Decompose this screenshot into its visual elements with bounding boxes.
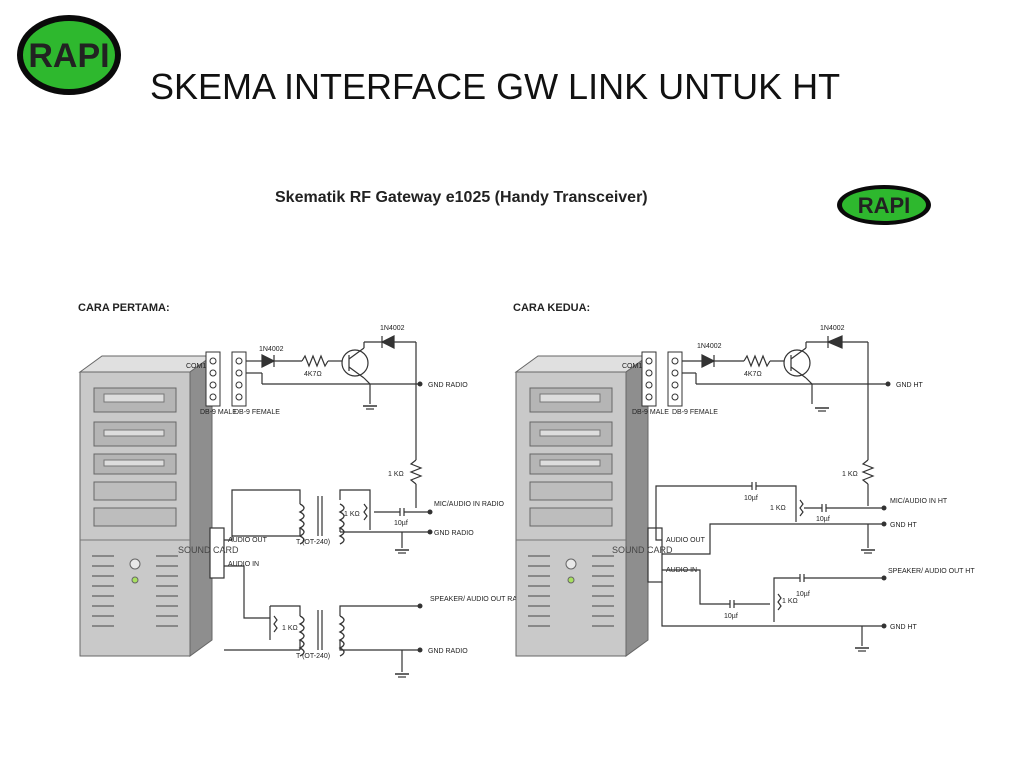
transformer1-label: T (OT-240) <box>296 539 330 546</box>
pc-tower-2 <box>515 355 649 657</box>
gnd-radio-mid-label: GND RADIO <box>434 530 474 537</box>
cap-bottom-label: 10µf <box>724 613 738 620</box>
db9-female-label: DB-9 FEMALE <box>234 409 280 416</box>
sound-card-label: SOUND CARD <box>178 545 239 555</box>
resistor-4k7-label-2: 4K7Ω <box>744 371 762 378</box>
resistor-4k7-label: 4K7Ω <box>304 371 322 378</box>
cap-low-label: 10µf <box>796 591 810 598</box>
pot-1k-2-label-2: 1 KΩ <box>782 598 798 605</box>
db9-male-connector <box>205 351 221 407</box>
audio-out-label-2: AUDIO OUT <box>666 537 706 544</box>
pot-1k-2-label: 1 KΩ <box>282 625 298 632</box>
db9-female-label-2: DB-9 FEMALE <box>672 409 718 416</box>
rapi-logo: RAPI <box>17 15 121 95</box>
logo-text: RAPI <box>28 37 109 75</box>
mic-in-ht-label: MIC/AUDIO IN HT <box>890 498 948 505</box>
db9-male-label: DB-9 MALE <box>200 409 237 416</box>
cara-kedua-section: CARA KEDUA: COM1 DB-9 MALE DB-9 FEMALE <box>513 302 975 657</box>
audio-in-label: AUDIO IN <box>228 561 259 568</box>
rapi-logo-small: RAPI <box>837 185 931 225</box>
resistor-1k-label-2: 1 KΩ <box>842 471 858 478</box>
audio-out-label: AUDIO OUT <box>228 537 268 544</box>
speaker-out-ht-label: SPEAKER/ AUDIO OUT HT <box>888 568 975 575</box>
com1-label: COM1 <box>186 363 206 370</box>
gnd-ht-top-label: GND HT <box>896 382 924 389</box>
transformer2-label: T (OT-240) <box>296 653 330 660</box>
pot-1k-label: 1 KΩ <box>344 511 360 518</box>
resistor-1k-label: 1 KΩ <box>388 471 404 478</box>
cap-top-label: 10µf <box>744 495 758 502</box>
speaker-out-label: SPEAKER/ AUDIO OUT RADIO <box>430 596 530 603</box>
diagram-title: Skematik RF Gateway e1025 (Handy Transce… <box>275 189 648 206</box>
pot-1k-label-2: 1 KΩ <box>770 505 786 512</box>
slide-title: SKEMA INTERFACE GW LINK UNTUK HT <box>150 66 841 107</box>
com1-label-2: COM1 <box>622 363 642 370</box>
sound-card-label-2: SOUND CARD <box>612 545 673 555</box>
gnd-radio-bottom-label: GND RADIO <box>428 648 468 655</box>
db9-male-label-2: DB-9 MALE <box>632 409 669 416</box>
cap-10uf-label: 10µf <box>394 520 408 527</box>
cap-mid-label: 10µf <box>816 516 830 523</box>
gnd-radio-top-label: GND RADIO <box>428 382 468 389</box>
db9-female-connector-2 <box>667 351 683 407</box>
gnd-ht-mid-label: GND HT <box>890 522 918 529</box>
db9-male-connector-2 <box>641 351 657 407</box>
diode-label: 1N4002 <box>259 346 284 353</box>
pc-tower <box>79 355 213 657</box>
mic-in-label: MIC/AUDIO IN RADIO <box>434 501 505 508</box>
cara-pertama-section: CARA PERTAMA: COM1 DB-9 MALE DB-9 FEMALE <box>78 302 530 678</box>
diode-label-2: 1N4002 <box>697 343 722 350</box>
diode2-label-2: 1N4002 <box>820 325 845 332</box>
cara-pertama-heading: CARA PERTAMA: <box>78 302 170 314</box>
cara-kedua-heading: CARA KEDUA: <box>513 302 590 314</box>
diode2-label: 1N4002 <box>380 325 405 332</box>
db9-female-connector <box>231 351 247 407</box>
logo-small-text: RAPI <box>858 193 911 218</box>
gnd-ht-bottom-label: GND HT <box>890 624 918 631</box>
